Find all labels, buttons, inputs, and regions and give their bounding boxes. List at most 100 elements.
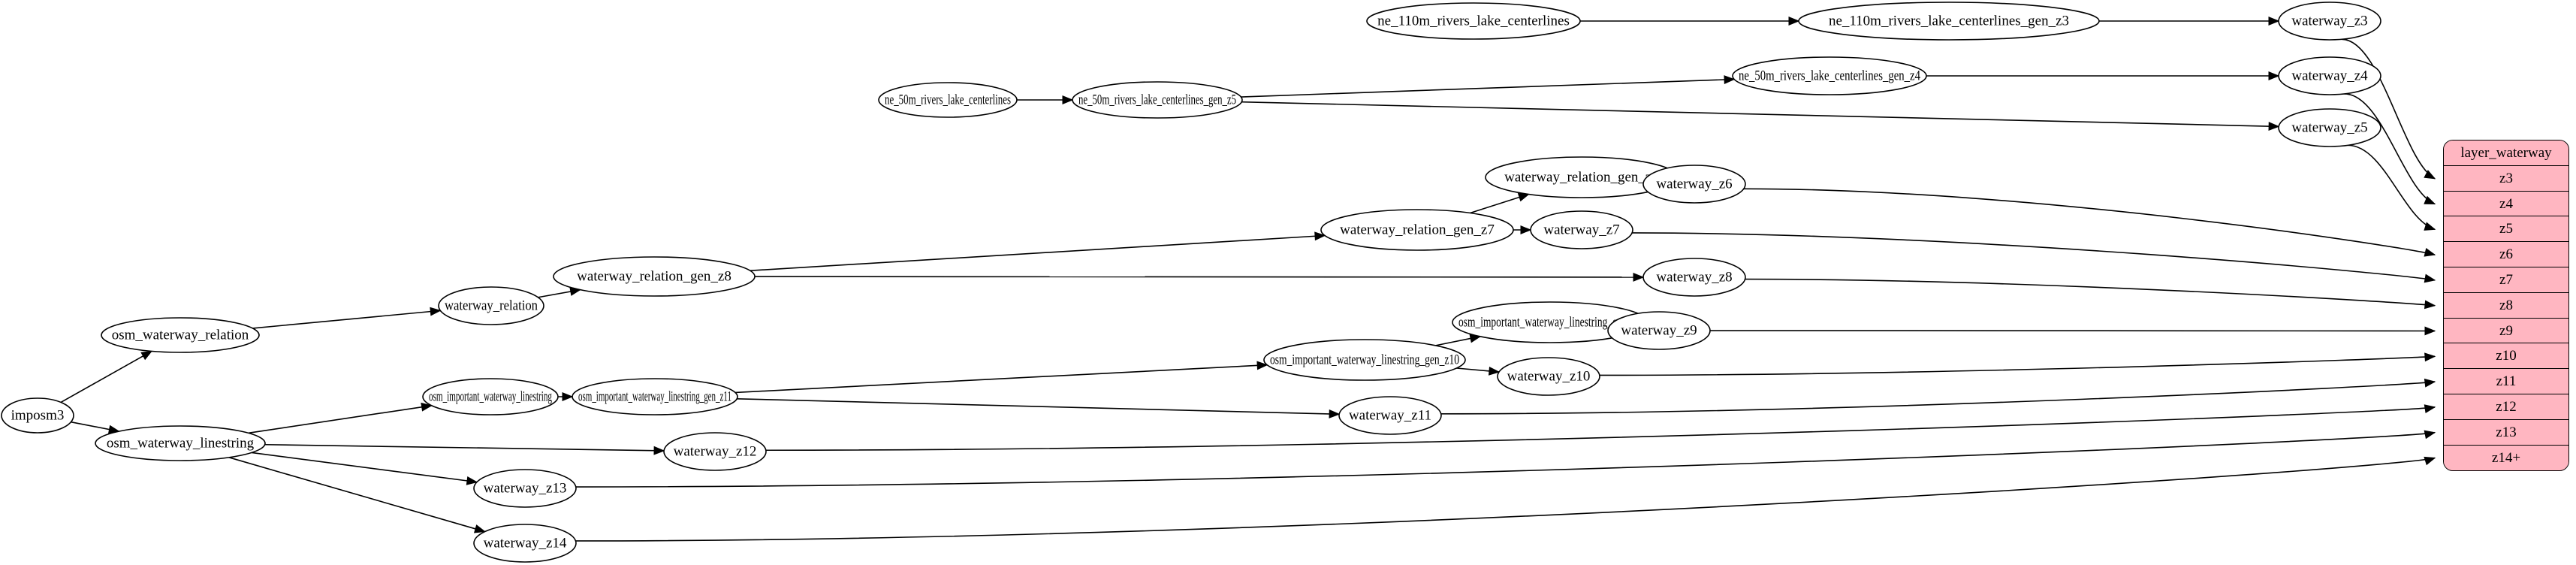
edge-osm_waterway_linestring-to-waterway_z12 bbox=[264, 443, 665, 452]
node-waterway_relation_gen_z7[interactable]: waterway_relation_gen_z7 bbox=[1320, 209, 1514, 251]
node-shape-osm_important_waterway_linestring bbox=[422, 378, 559, 415]
record-row-z7[interactable]: z7 bbox=[2444, 267, 2568, 293]
edge-arrowhead bbox=[2424, 248, 2436, 257]
node-waterway_z6[interactable]: waterway_z6 bbox=[1642, 165, 1746, 204]
node-ne_50m_rivers_lake_centerlines_gen_z4[interactable]: ne_50m_rivers_lake_centerlines_gen_z4 bbox=[1732, 56, 1927, 95]
record-row-z4[interactable]: z4 bbox=[2444, 191, 2568, 217]
node-shape-ne_110m_rivers_lake_centerlines bbox=[1366, 2, 1581, 40]
node-shape-waterway_z4 bbox=[2278, 56, 2381, 95]
record-row-z12[interactable]: z12 bbox=[2444, 394, 2568, 420]
node-ne_50m_rivers_lake_centerlines_gen_z5[interactable]: ne_50m_rivers_lake_centerlines_gen_z5 bbox=[1072, 81, 1243, 119]
edge-arrowhead bbox=[1314, 231, 1326, 241]
node-waterway_z13[interactable]: waterway_z13 bbox=[473, 469, 577, 508]
edge-waterway_z7-to-layer_waterway_z7 bbox=[1632, 232, 2436, 281]
edge-arrowhead bbox=[2424, 430, 2436, 440]
node-ne_110m_rivers_lake_centerlines[interactable]: ne_110m_rivers_lake_centerlines bbox=[1366, 2, 1581, 40]
edge-arrowhead bbox=[2424, 300, 2436, 310]
edge-waterway_z3-to-layer_waterway_z3 bbox=[2342, 38, 2436, 180]
edge-arrowhead bbox=[1633, 273, 1645, 282]
node-shape-waterway_z12 bbox=[663, 432, 767, 471]
node-shape-ne_110m_rivers_lake_centerlines_gen_z3 bbox=[1798, 2, 2100, 41]
node-shape-waterway_relation_gen_z8 bbox=[553, 256, 756, 297]
node-shape-waterway_z6 bbox=[1642, 165, 1746, 204]
node-shape-waterway_z14 bbox=[473, 524, 577, 563]
node-shape-ne_50m_rivers_lake_centerlines_gen_z5 bbox=[1072, 81, 1243, 119]
edge-arrowhead bbox=[2424, 273, 2436, 283]
edge-waterway_z8-to-layer_waterway_z8 bbox=[1745, 278, 2436, 307]
edge-osm_waterway_linestring-to-waterway_z13 bbox=[251, 452, 478, 483]
node-imposm3[interactable]: imposm3 bbox=[1, 397, 74, 434]
edge-waterway_relation_gen_z8-to-waterway_relation_gen_z7 bbox=[750, 234, 1326, 271]
edge-arrowhead bbox=[1329, 409, 1341, 418]
edge-imposm3-to-osm_waterway_relation bbox=[60, 350, 152, 403]
node-shape-waterway_z9 bbox=[1607, 311, 1711, 350]
record-row-z8[interactable]: z8 bbox=[2444, 292, 2568, 319]
record-row-z10[interactable]: z10 bbox=[2444, 343, 2568, 370]
node-osm_important_waterway_linestring[interactable]: osm_important_waterway_linestring bbox=[422, 378, 559, 415]
record-row-z3[interactable]: z3 bbox=[2444, 165, 2568, 192]
node-waterway_z7[interactable]: waterway_z7 bbox=[1530, 210, 1633, 249]
edge-waterway_z14-to-layer_waterway_z14_ bbox=[575, 457, 2436, 542]
edge-waterway_z10-to-layer_waterway_z10 bbox=[1599, 355, 2436, 376]
node-ne_50m_rivers_lake_centerlines[interactable]: ne_50m_rivers_lake_centerlines bbox=[878, 82, 1018, 118]
edge-arrowhead bbox=[2424, 404, 2436, 413]
node-waterway_z3[interactable]: waterway_z3 bbox=[2278, 2, 2381, 41]
node-waterway_z12[interactable]: waterway_z12 bbox=[663, 432, 767, 471]
node-shape-waterway_z10 bbox=[1497, 357, 1600, 396]
edge-arrowhead bbox=[421, 402, 433, 412]
edge-arrowhead bbox=[430, 307, 442, 316]
edge-arrowhead bbox=[562, 392, 574, 401]
edge-osm_important_waterway_linestring_gen_z11-to-waterway_z11 bbox=[737, 397, 1340, 415]
node-shape-osm_important_waterway_linestring_gen_z10 bbox=[1263, 339, 1466, 381]
node-waterway_relation_gen_z8[interactable]: waterway_relation_gen_z8 bbox=[553, 256, 756, 297]
node-shape-waterway_z7 bbox=[1530, 210, 1633, 249]
record-row-z11[interactable]: z11 bbox=[2444, 369, 2568, 394]
edge-arrowhead bbox=[2268, 122, 2280, 131]
edge-arrowhead bbox=[1788, 17, 1800, 26]
edge-layer bbox=[60, 17, 2436, 542]
record-row-z6[interactable]: z6 bbox=[2444, 242, 2568, 267]
node-osm_waterway_linestring[interactable]: osm_waterway_linestring bbox=[95, 425, 266, 461]
node-shape-waterway_z11 bbox=[1338, 396, 1442, 435]
node-shape-osm_waterway_relation bbox=[101, 317, 260, 353]
edge-arrowhead bbox=[2424, 222, 2436, 231]
edge-arrowhead bbox=[653, 446, 665, 455]
edge-arrowhead bbox=[1062, 95, 1074, 104]
node-waterway_relation[interactable]: waterway_relation bbox=[438, 286, 544, 325]
node-waterway_z4[interactable]: waterway_z4 bbox=[2278, 56, 2381, 95]
node-ne_110m_rivers_lake_centerlines_gen_z3[interactable]: ne_110m_rivers_lake_centerlines_gen_z3 bbox=[1798, 2, 2100, 41]
edge-waterway_z11-to-layer_waterway_z11 bbox=[1440, 381, 2436, 415]
node-layer: imposm3 osm_waterway_relation osm_waterway… bbox=[1, 2, 2381, 563]
node-waterway_z11[interactable]: waterway_z11 bbox=[1338, 396, 1442, 435]
record-row-z13[interactable]: z13 bbox=[2444, 419, 2568, 446]
edge-osm_important_waterway_linestring_gen_z11-to-osm_important_waterway_linestring_gen_z10 bbox=[734, 364, 1268, 394]
edge-waterway_relation_gen_z8-to-waterway_z8 bbox=[754, 276, 1644, 278]
edge-waterway_z4-to-layer_waterway_z4 bbox=[2344, 93, 2436, 205]
node-shape-ne_50m_rivers_lake_centerlines bbox=[878, 82, 1018, 118]
edge-osm_waterway_relation-to-waterway_relation bbox=[252, 310, 441, 329]
edge-arrowhead bbox=[140, 350, 153, 361]
node-waterway_z5[interactable]: waterway_z5 bbox=[2278, 108, 2381, 147]
edge-arrowhead bbox=[2424, 456, 2436, 466]
node-waterway_z14[interactable]: waterway_z14 bbox=[473, 524, 577, 563]
node-shape-ne_50m_rivers_lake_centerlines_gen_z4 bbox=[1732, 56, 1927, 95]
node-osm_important_waterway_linestring_gen_z11[interactable]: osm_important_waterway_linestring_gen_z1… bbox=[572, 378, 738, 415]
node-shape-osm_waterway_linestring bbox=[95, 425, 266, 461]
record-table-header: layer_waterway bbox=[2444, 140, 2568, 166]
edge-waterway_z12-to-layer_waterway_z12 bbox=[765, 406, 2436, 452]
edge-arrowhead bbox=[2424, 352, 2436, 362]
edge-arrowhead bbox=[2424, 195, 2436, 205]
node-waterway_z9[interactable]: waterway_z9 bbox=[1607, 311, 1711, 350]
record-row-z9[interactable]: z9 bbox=[2444, 318, 2568, 344]
edge-ne_50m_rivers_lake_centerlines_gen_z5-to-ne_50m_rivers_lake_centerlines_gen_z4 bbox=[1241, 78, 1735, 98]
node-waterway_z10[interactable]: waterway_z10 bbox=[1497, 357, 1600, 396]
node-shape-waterway_relation_gen_z7 bbox=[1320, 209, 1514, 251]
node-osm_waterway_relation[interactable]: osm_waterway_relation bbox=[101, 317, 260, 353]
record-row-z5[interactable]: z5 bbox=[2444, 216, 2568, 243]
edge-osm_waterway_linestring-to-osm_important_waterway_linestring bbox=[248, 404, 432, 434]
record-row-z14plus[interactable]: z14+ bbox=[2444, 445, 2568, 471]
node-osm_important_waterway_linestring_gen_z10[interactable]: osm_important_waterway_linestring_gen_z1… bbox=[1263, 339, 1466, 381]
node-waterway_z8[interactable]: waterway_z8 bbox=[1642, 258, 1746, 297]
